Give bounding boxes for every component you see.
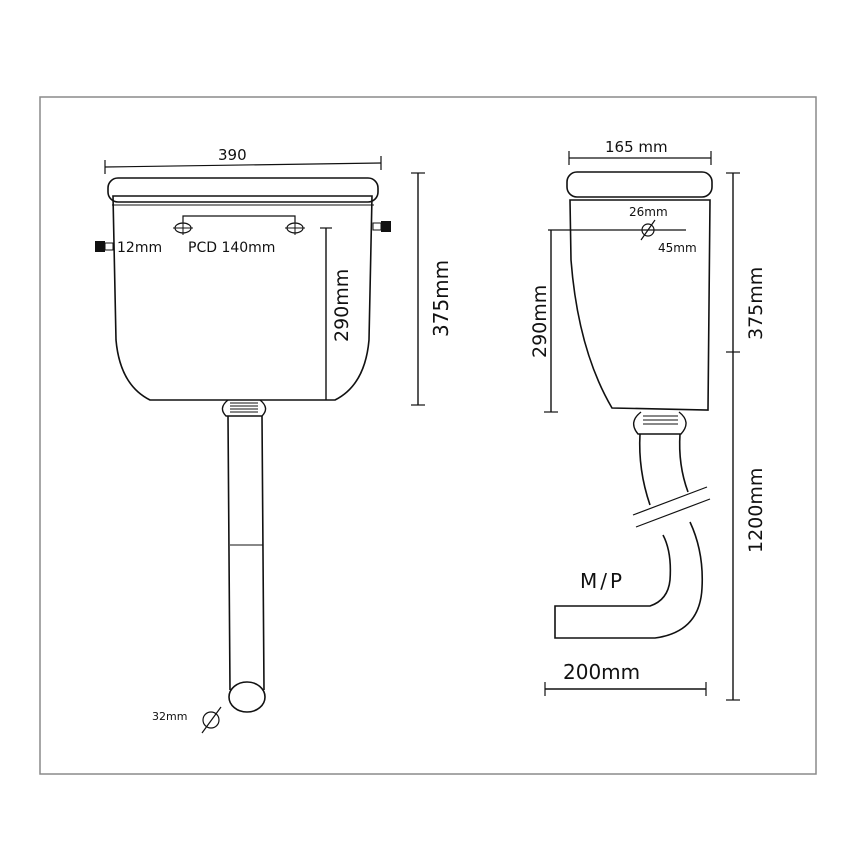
cistern-body-side — [569, 199, 711, 411]
flush-pipe-front — [227, 415, 265, 691]
pipe-coupling-front — [221, 399, 267, 417]
height-290-label-side: 290mm — [529, 285, 551, 358]
pipe-type-label: M/P — [580, 569, 625, 593]
offset-label: 200mm — [563, 660, 640, 684]
height-375-label-front: 375mm — [429, 260, 453, 337]
cistern-lid-side — [566, 171, 713, 198]
pipe-length-label: 1200mm — [745, 468, 767, 553]
bracket-label: 12mm — [117, 240, 162, 256]
cistern-lid-front — [107, 177, 379, 203]
height-290-label-front: 290mm — [331, 269, 353, 342]
front-view: 390 12mm PCD 140mm 290mm 375mm 32mm — [95, 146, 453, 734]
pipe-end-front — [228, 681, 266, 713]
outlet-label: 45mm — [658, 241, 697, 255]
pipe-break-mark-2 — [635, 498, 711, 528]
diameter-symbol-front — [201, 706, 222, 734]
height-375-label-side: 375mm — [745, 267, 767, 340]
fixing-hole-right — [285, 221, 305, 235]
fixing-hole-left — [173, 221, 193, 235]
cistern-body-front — [112, 195, 373, 401]
wall-bracket-right — [372, 221, 391, 232]
dim-390-line — [104, 162, 382, 168]
flush-pipe-side-upper — [638, 433, 689, 506]
drawing-frame — [39, 96, 817, 775]
wall-bracket-left — [95, 241, 114, 252]
inlet-label: 26mm — [629, 205, 668, 219]
width-label: 390 — [218, 146, 247, 164]
diameter-symbol-side — [640, 219, 656, 241]
pipe-coupling-side — [633, 411, 687, 435]
flush-pipe-side-lower — [554, 521, 704, 639]
side-view: 165 mm 26mm 45mm 290mm 375mm 1200mm M/P … — [529, 138, 767, 701]
pcd-dimension — [182, 215, 296, 222]
pipe-break-mark-1 — [632, 486, 708, 516]
depth-label: 165 mm — [605, 138, 668, 156]
pipe-diameter-label: 32mm — [152, 710, 187, 723]
pcd-label: PCD 140mm — [188, 240, 275, 256]
